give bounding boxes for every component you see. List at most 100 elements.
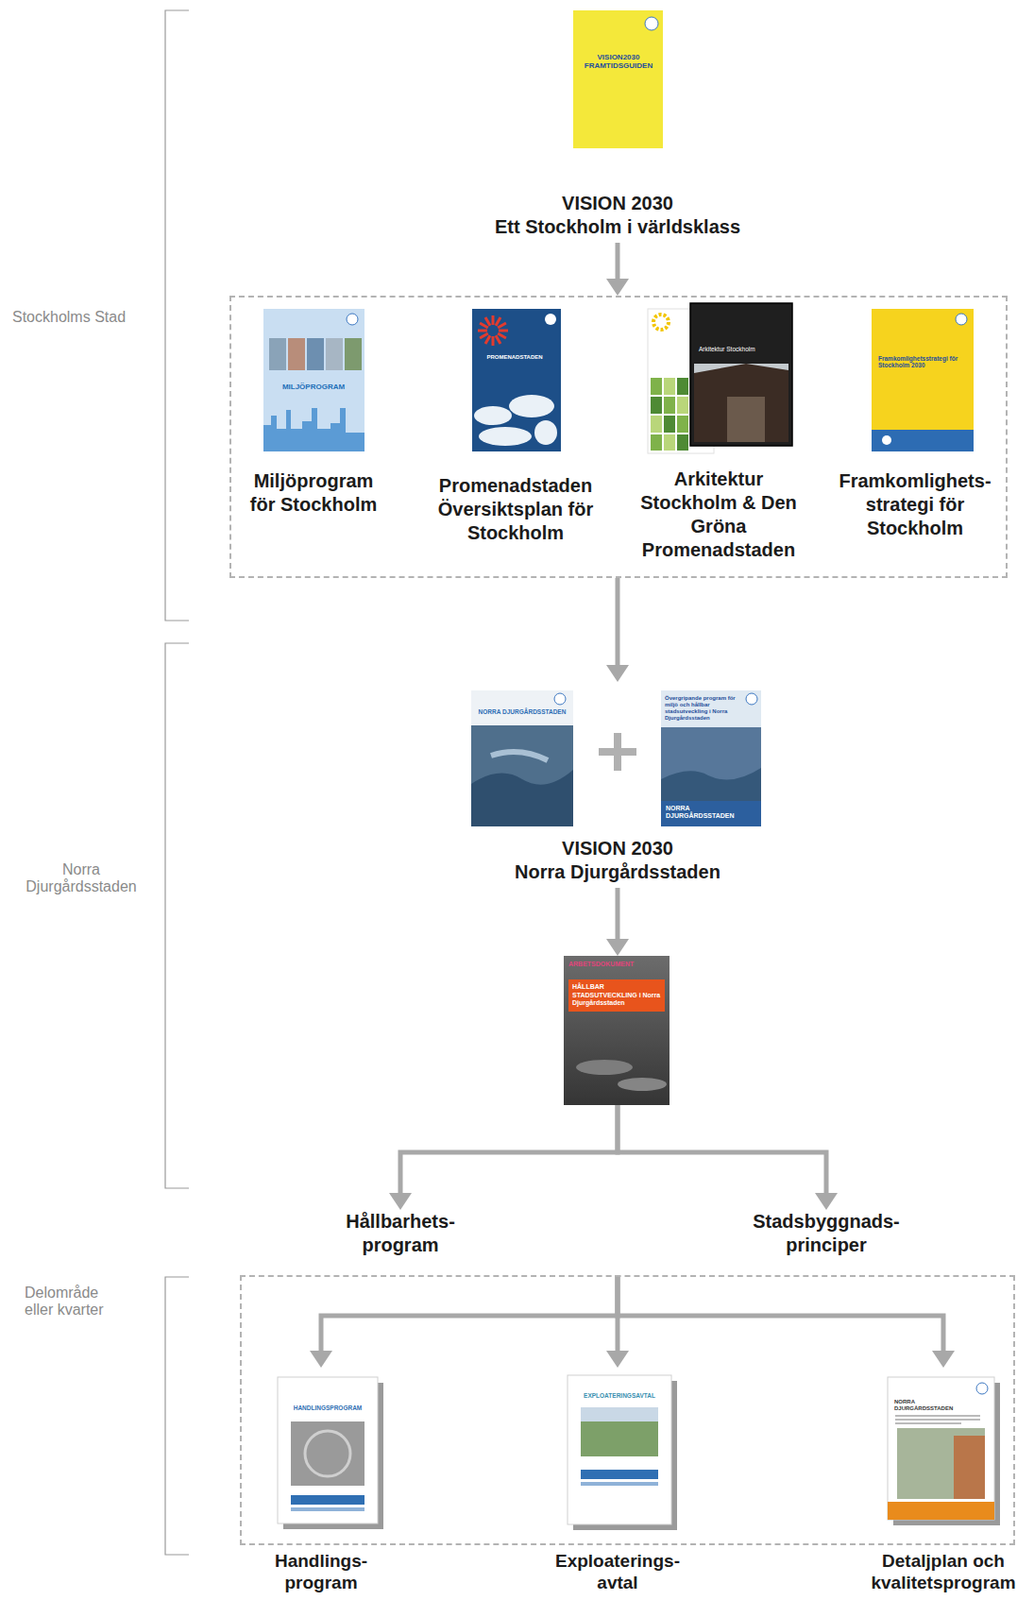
text-line: [895, 1418, 981, 1421]
node-subtitle: HÅLLBAR STADSUTVECKLING i Norra Djurgård…: [568, 979, 665, 1011]
flow-arrow: [617, 1274, 944, 1351]
cover-page: [471, 690, 574, 827]
tile: [650, 396, 662, 414]
node-title: Detaljplan och kvalitetsprogram: [858, 1550, 1029, 1594]
bracket-label: Stockholms Stad: [12, 308, 154, 326]
cover-title: HANDLINGSPROGRAM: [282, 1404, 373, 1411]
node-title: VISION 2030: [457, 836, 779, 861]
cover-page: [661, 690, 762, 827]
tile: [677, 434, 689, 451]
node-title: Stadsbyggnads- principer: [736, 1209, 916, 1257]
city: [617, 1077, 667, 1091]
logo: [346, 313, 358, 325]
logo: [976, 1382, 988, 1394]
text-line: [895, 1422, 962, 1424]
group-box: Miljöprogram för Stockholm Promenadstaden…: [229, 295, 1008, 578]
photo: [288, 338, 306, 371]
cover-page: [472, 308, 561, 452]
photo: [471, 725, 574, 827]
text-line: [895, 1414, 981, 1417]
island: [534, 420, 558, 445]
document-node: Detaljplan och kvalitetsprogram: [858, 1367, 1029, 1598]
photo: [290, 1421, 365, 1486]
flow-arrow: [321, 1274, 618, 1351]
stripe: [290, 1494, 365, 1505]
node-subtitle: Ett Stockholm i världsklass: [457, 215, 779, 239]
cover-title: VISION2030 FRAMTIDSGUIDEN: [576, 52, 662, 70]
island: [508, 394, 555, 418]
tile: [650, 377, 662, 395]
land: [491, 751, 548, 761]
bracket-line: [165, 10, 189, 621]
arkitektur-cover: [690, 303, 793, 446]
plus-sign: [598, 732, 637, 771]
bracket-label: Delområde eller kvarter: [24, 1284, 110, 1320]
node-subtitle: Norra Djurgårdsstaden: [457, 860, 779, 884]
node-title: Arkitektur Stockholm & Den Gröna Promena…: [633, 467, 804, 562]
ring: [305, 1430, 351, 1476]
tile: [663, 434, 676, 451]
document-node: Exploaterings- avtal: [537, 1367, 698, 1598]
tile: [663, 396, 676, 414]
program-node: Stadsbyggnads- principer: [736, 1209, 916, 1261]
document-node: Handlings- program: [245, 1367, 397, 1598]
photo: [897, 1427, 985, 1499]
exploatering-cover: [567, 1374, 678, 1530]
document-cover: ARBETSDOKUMENTHÅLLBAR STADSUTVECKLING i …: [563, 955, 670, 1105]
cover-page: [887, 1376, 995, 1520]
flow-arrow: [615, 242, 621, 279]
logo: [745, 693, 758, 705]
promenad-cover: [472, 308, 561, 452]
bracket-line: [165, 643, 189, 1188]
building: [953, 1435, 985, 1499]
photo: [306, 338, 324, 371]
tile: [663, 377, 676, 395]
photo: [344, 338, 362, 371]
node-title: Miljöprogram för Stockholm: [242, 469, 385, 517]
document-node: VISION 2030Ett Stockholm i världsklass: [457, 10, 779, 243]
cover-title: NORRA DJURGÅRDSSTADEN: [894, 1398, 974, 1412]
cover-page: [263, 308, 365, 452]
skyline: [263, 407, 365, 452]
photo: [325, 338, 343, 371]
bracket-group: [165, 10, 189, 1555]
work-document-cover: [563, 955, 670, 1105]
photo: [580, 1406, 659, 1457]
cover-title: Arkitektur Stockholm: [698, 345, 786, 353]
photo: [269, 338, 287, 371]
framkomlighet-cover: [871, 308, 974, 452]
logo: [955, 313, 967, 325]
cover-page: [573, 10, 663, 149]
photo: [661, 727, 762, 801]
stripe: [580, 1481, 659, 1486]
node-title: Hållbarhets- program: [320, 1209, 481, 1257]
document-node: Promenadstaden Översiktsplan för Stockho…: [425, 302, 606, 549]
cover-page: [277, 1376, 378, 1524]
sunburst: [653, 314, 669, 330]
city: [576, 1059, 633, 1075]
tile: [677, 396, 689, 414]
node-title: Promenadstaden Översiktsplan för Stockho…: [425, 474, 606, 545]
stripe: [290, 1507, 365, 1511]
logo: [881, 435, 892, 445]
miljo-cover: [263, 308, 365, 452]
flow-arrow: [615, 887, 621, 939]
tile: [650, 434, 662, 451]
band: [887, 1501, 995, 1520]
handlingsprogram-cover: [277, 1376, 384, 1529]
tile: [663, 415, 676, 433]
node-title: Exploaterings- avtal: [537, 1550, 698, 1594]
sunburst: [477, 315, 509, 346]
bracket-label: Norra Djurgårdsstaden: [5, 861, 157, 897]
tile: [677, 415, 689, 433]
tile: [677, 377, 689, 395]
island: [478, 426, 532, 446]
cover-title: EXPLOATERINGSAVTAL: [572, 1391, 667, 1399]
node-title: Handlings- program: [245, 1550, 397, 1594]
logo: [544, 313, 557, 325]
sky: [694, 363, 789, 442]
logo: [644, 16, 659, 31]
